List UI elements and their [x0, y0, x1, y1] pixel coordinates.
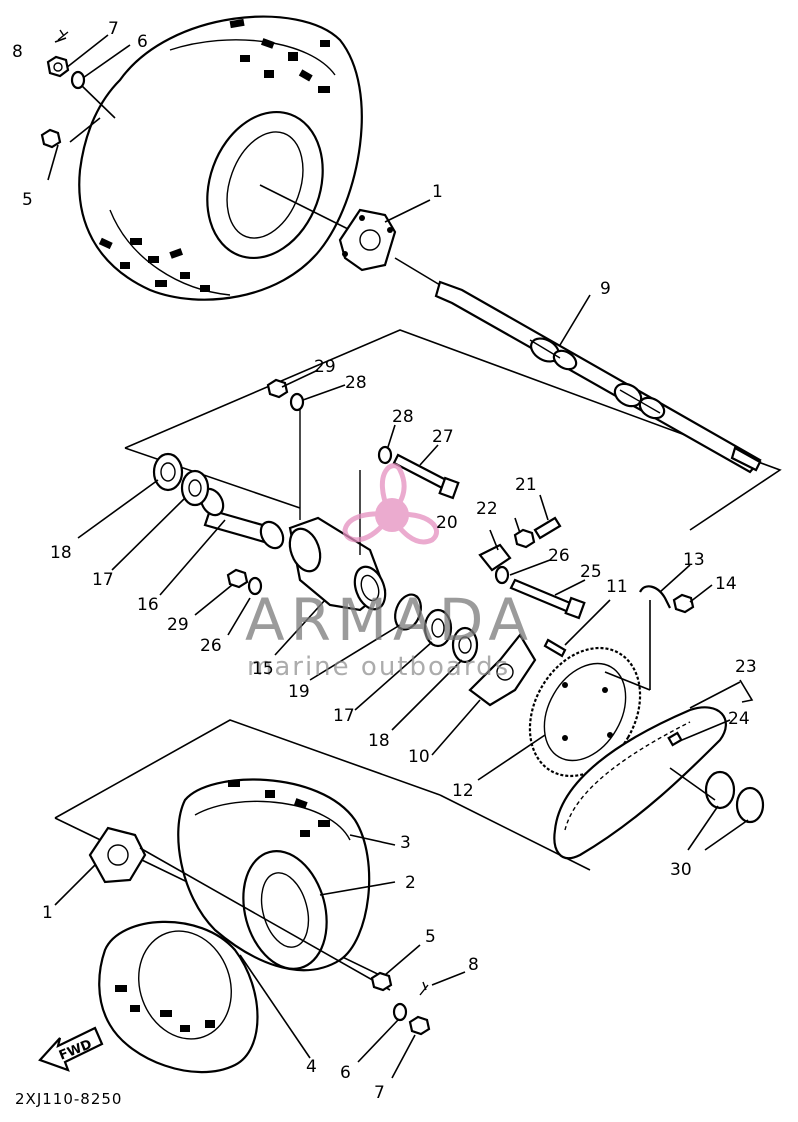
washer-28-upper: [289, 392, 305, 412]
washer-6-upper: [70, 70, 86, 90]
callout-17-left: 17: [92, 570, 114, 590]
collar-16: [199, 487, 285, 550]
axis-line-lower: [139, 847, 391, 991]
callout-4: 4: [306, 1057, 317, 1077]
bearing-17-right: [423, 608, 453, 648]
spacer-19: [394, 593, 422, 631]
rim-2: [242, 850, 328, 970]
callout-26-left: 26: [200, 636, 222, 656]
callout-labels: 8 7 6 5 1 9 29 28 28 27 21 22 20 26 25 1…: [12, 19, 757, 1103]
hub-nut-7-upper: [46, 55, 70, 78]
sprocket-12: [528, 646, 642, 778]
clip-13: [639, 585, 671, 609]
callout-11: 11: [606, 577, 628, 597]
callout-5-upper: 5: [22, 190, 33, 210]
callout-8-lower: 8: [468, 955, 479, 975]
nut-14: [672, 593, 695, 614]
oil-seal-17-left: [180, 469, 210, 507]
callout-2: 2: [405, 873, 416, 893]
cotter-pin-8-lower: [419, 981, 429, 996]
callout-9: 9: [600, 279, 611, 299]
bearing-housing-15: [288, 405, 387, 612]
callout-24: 24: [728, 709, 750, 729]
clamp-20: [478, 543, 512, 572]
propeller-logo-icon: [342, 463, 439, 545]
callout-30: 30: [670, 860, 692, 880]
nut-29-lower: [226, 568, 249, 589]
sprocket-hub-10: [468, 633, 537, 707]
bolt-21: [533, 516, 562, 540]
chain-roller-30: [704, 770, 765, 824]
wheel-hub-1-upper: [338, 208, 397, 272]
callout-27: 27: [432, 427, 454, 447]
watermark-brand: ARMADA: [245, 586, 534, 654]
callout-3: 3: [400, 833, 411, 853]
callout-21: 21: [515, 475, 537, 495]
leader-lines: [54, 199, 754, 1079]
hub-nut-7-lower: [408, 1015, 431, 1036]
callout-20: 20: [436, 513, 458, 533]
callout-29-upper: 29: [314, 357, 336, 377]
master-link-24: [667, 731, 683, 747]
callout-6-lower: 6: [340, 1063, 351, 1083]
rear-axle-9: [394, 257, 762, 474]
washer-6-lower: [392, 1002, 408, 1022]
assembly-boundary-upper: [124, 329, 782, 531]
callout-19: 19: [288, 682, 310, 702]
callout-16: 16: [137, 595, 159, 615]
callout-10: 10: [408, 747, 430, 767]
callout-18-right: 18: [368, 731, 390, 751]
leader-lines-upper-wheel: [47, 34, 361, 236]
rear-wheel-lower-tire-4: [98, 920, 259, 1074]
callout-28-upper: 28: [345, 373, 367, 393]
armada-watermark: ARMADA marine outboards: [245, 463, 534, 682]
callout-23: 23: [735, 657, 757, 677]
callout-7-lower: 7: [374, 1083, 385, 1103]
nut-22: [513, 528, 536, 549]
callout-28-right: 28: [392, 407, 414, 427]
washer-26-left: [247, 576, 263, 596]
cotter-pin-8-upper: [57, 29, 69, 41]
callout-1-upper: 1: [432, 182, 443, 202]
bearing-18-left: [152, 452, 184, 492]
diagram-code: 2XJ110-8250: [15, 1090, 122, 1108]
callout-13: 13: [683, 550, 705, 570]
callout-18-left: 18: [50, 543, 72, 563]
callout-7-upper: 7: [108, 19, 119, 39]
bolt-25: [509, 578, 586, 620]
nut-29-upper: [266, 378, 289, 399]
wheel-nut-5-lower: [370, 971, 393, 992]
washer-26-right: [494, 565, 510, 585]
callout-8-upper: 8: [12, 42, 23, 62]
bolt-11: [543, 638, 567, 658]
callout-29-lower: 29: [167, 615, 189, 635]
washer-28-right: [377, 445, 393, 465]
callout-6-upper: 6: [137, 32, 148, 52]
callout-15: 15: [252, 659, 274, 679]
bolt-27: [392, 453, 460, 500]
callout-12: 12: [452, 781, 474, 801]
wheel-hub-1-lower: [88, 826, 147, 884]
wheel-nut-5-upper: [40, 128, 62, 149]
callout-26-right: 26: [548, 546, 570, 566]
callout-1-lower: 1: [42, 903, 53, 923]
rear-wheel-upper: [78, 15, 363, 301]
drive-chain-23: [553, 706, 727, 860]
callout-17-right: 17: [333, 706, 355, 726]
callout-5-lower: 5: [425, 927, 436, 947]
callout-22: 22: [476, 499, 498, 519]
fwd-arrow-icon: FWD: [38, 1026, 104, 1072]
callout-14: 14: [715, 574, 737, 594]
watermark-tagline: marine outboards: [247, 652, 510, 682]
callout-25: 25: [580, 562, 602, 582]
oil-seal-18-right: [451, 626, 479, 664]
